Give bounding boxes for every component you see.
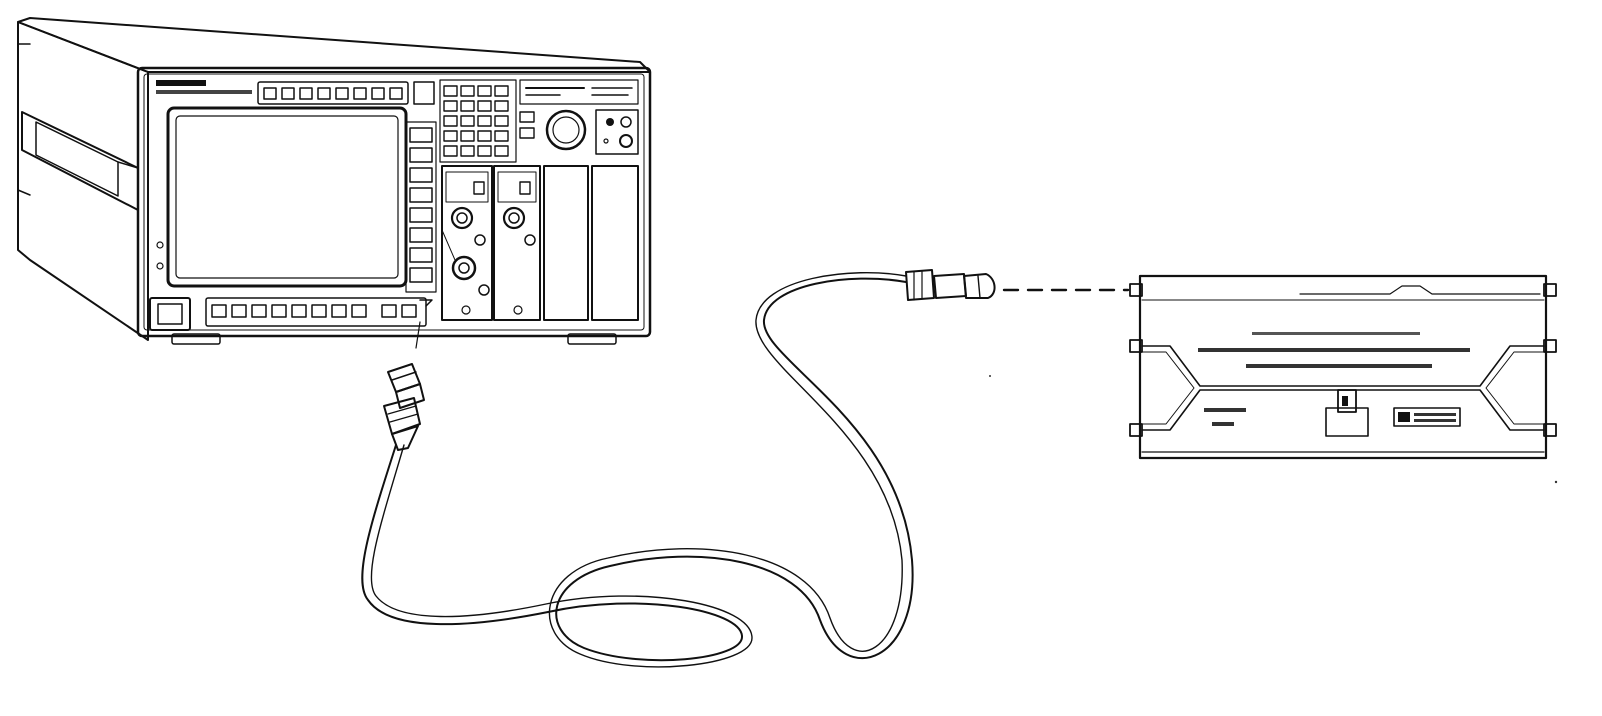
front-panel [136,66,652,338]
cabinet-top [17,17,651,73]
pushbutton[interactable] [620,116,632,128]
bottom-button[interactable] [271,304,287,318]
top-button[interactable] [389,87,403,100]
top-button-row [257,81,435,105]
keypad-key[interactable] [443,130,458,142]
softkey[interactable] [409,147,433,163]
keypad-key[interactable] [477,100,492,112]
keypad-key[interactable] [460,100,475,112]
top-button[interactable] [371,87,385,100]
warning-line-2 [1198,348,1470,352]
top-button[interactable] [317,87,331,100]
module-knob[interactable] [478,284,490,296]
sampling-head-1 [441,165,493,321]
keypad-key[interactable] [494,85,509,97]
warning-line-1 [1252,332,1420,335]
top-button[interactable] [335,87,349,100]
function-key[interactable] [519,127,535,139]
fixture-port[interactable] [1543,283,1557,297]
revision-label [1212,422,1234,426]
keypad-key[interactable] [494,100,509,112]
readout-strip [519,79,639,105]
module-knob[interactable] [524,234,536,246]
keypad-key[interactable] [460,115,475,127]
function-key[interactable] [519,111,535,123]
module-knob[interactable] [474,234,486,246]
warning-line-3 [1246,364,1432,368]
fixture-port[interactable] [1129,283,1143,297]
softkey[interactable] [409,247,433,263]
sampling-head-2 [493,165,541,321]
bottom-button[interactable] [381,304,397,318]
display-knob[interactable] [156,241,164,249]
keypad-key[interactable] [443,145,458,157]
softkey[interactable] [409,127,433,143]
blank-module-slot [591,165,639,321]
fixture-board [1138,274,1548,460]
foot-left [171,333,221,345]
keypad-key[interactable] [494,145,509,157]
keypad-key[interactable] [494,115,509,127]
manufacturer-logo [1393,407,1461,427]
ground-clip[interactable] [1325,389,1369,437]
softkey[interactable] [409,187,433,203]
scan-speck [1554,480,1558,484]
bottom-button[interactable] [351,304,367,318]
top-button[interactable] [353,87,367,100]
menu-softkeys [405,121,437,293]
cabinet-side [17,21,149,341]
port-leader-line [415,321,421,349]
bottom-button[interactable] [251,304,267,318]
keypad-key[interactable] [477,85,492,97]
softkey[interactable] [409,167,433,183]
test-fixture [1129,274,1557,460]
keypad-key[interactable] [443,85,458,97]
coaxial-cable [361,269,996,668]
bottom-button[interactable] [231,304,247,318]
foot-right [567,333,617,345]
oscilloscope-mainframe [17,17,652,349]
top-button[interactable] [299,87,313,100]
pushbutton[interactable] [619,134,633,148]
side-handle [21,111,139,211]
scan-speck [989,375,991,377]
control-knob[interactable] [545,109,587,151]
keypad-key[interactable] [477,130,492,142]
bottom-button[interactable] [401,304,417,318]
part-number [1204,408,1246,412]
cable-connector-left[interactable] [383,363,425,451]
model-label [156,90,252,94]
keypad-key[interactable] [443,100,458,112]
bottom-button[interactable] [311,304,327,318]
keypad-key[interactable] [460,130,475,142]
bottom-button-row [149,297,433,331]
cable-connector-right[interactable] [905,269,996,301]
bottom-button[interactable] [331,304,347,318]
softkey[interactable] [409,207,433,223]
keypad-key[interactable] [477,115,492,127]
input-connector[interactable] [450,206,474,230]
input-connector[interactable] [502,206,526,230]
keypad-key[interactable] [460,145,475,157]
bottom-button[interactable] [291,304,307,318]
top-button[interactable] [263,87,277,100]
brand-logo [156,80,206,86]
softkey[interactable] [409,267,433,283]
blank-module-slot [543,165,589,321]
keypad-key[interactable] [477,145,492,157]
fixture-trace [1141,345,1545,387]
keypad [439,79,517,163]
keypad-key[interactable] [494,130,509,142]
keypad-key[interactable] [443,115,458,127]
top-button[interactable] [281,87,295,100]
power-switch[interactable] [149,297,191,331]
display-knob[interactable] [156,262,164,270]
keypad-key[interactable] [460,85,475,97]
pushbutton[interactable] [606,118,614,126]
bottom-button[interactable] [211,304,227,318]
crt-display [166,106,408,288]
softkey[interactable] [409,227,433,243]
input-connector[interactable] [451,255,477,281]
